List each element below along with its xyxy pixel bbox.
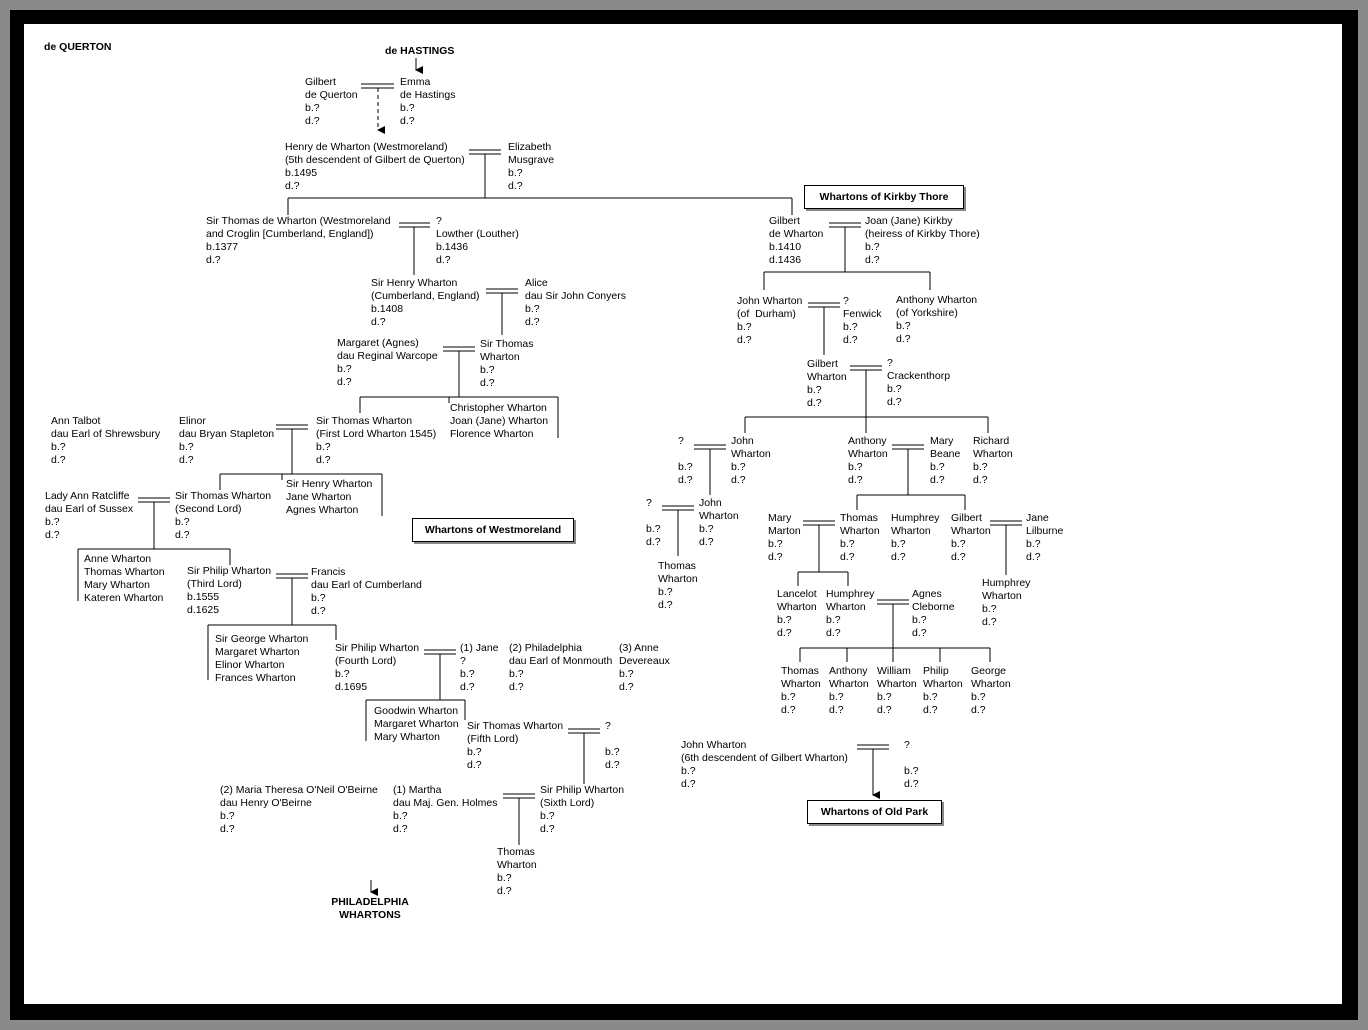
person-unknown-spouse-6th: ? b.? d.? xyxy=(904,739,919,790)
person-child-william: William Wharton b.? d.? xyxy=(877,665,917,716)
person-ann-talbot: Ann Talbot dau Earl of Shrewsbury b.? d.… xyxy=(51,415,161,466)
person-sir-henry-wharton: Sir Henry Wharton (Cumberland, England) … xyxy=(371,277,480,328)
person-jane-lilburne: Jane Lilburne b.? d.? xyxy=(1026,512,1064,563)
person-elizabeth-musgrave: Elizabeth Musgrave b.? d.? xyxy=(508,141,555,192)
person-fenwick: ? Fenwick b.? d.? xyxy=(843,295,882,346)
de-querton-heading: de QUERTON xyxy=(44,41,112,53)
person-joan-kirkby: Joan (Jane) Kirkby (heiress of Kirkby Th… xyxy=(865,215,980,266)
philadelphia-whartons-heading: PHILADELPHIA WHARTONS xyxy=(331,896,409,921)
person-thomas-wharton-last: Thomas Wharton b.? d.? xyxy=(497,846,537,897)
person-thomas-wharton-2: Thomas Wharton b.? d.? xyxy=(658,560,698,611)
person-gilbert-de-wharton: Gilbert de Wharton b.1410 d.1436 xyxy=(769,215,824,266)
siblings-christopher: Christopher Wharton Joan (Jane) Wharton … xyxy=(450,402,549,440)
person-john-wharton-6th: John Wharton (6th descendent of Gilbert … xyxy=(681,739,848,790)
person-gilbert-wharton: Gilbert Wharton b.? d.? xyxy=(807,358,847,409)
family-tree-page xyxy=(24,24,1342,1004)
person-agnes-cleborne: Agnes Cleborne b.? d.? xyxy=(912,588,955,639)
de-hastings-heading: de HASTINGS xyxy=(385,45,455,57)
person-humphrey-wharton-2: Humphrey Wharton b.? d.? xyxy=(982,577,1031,628)
person-philadelphia-2: (2) Philadelphia dau Earl of Monmouth b.… xyxy=(509,642,613,693)
person-crackenthorp: ? Crackenthorp b.? d.? xyxy=(887,357,951,408)
person-fifth-lord: Sir Thomas Wharton (Fifth Lord) b.? d.? xyxy=(467,720,564,771)
person-third-lord: Sir Philip Wharton (Third Lord) b.1555 d… xyxy=(187,565,272,616)
person-unknown-spouse-john-2: ? b.? d.? xyxy=(646,497,661,548)
person-jane-1: (1) Jane ? b.? d.? xyxy=(460,642,499,693)
person-john-wharton-2: John Wharton b.? d.? xyxy=(699,497,739,548)
person-anne-devereaux-3: (3) Anne Devereaux b.? d.? xyxy=(619,642,670,693)
person-lowther: ? Lowther (Louther) b.1436 d.? xyxy=(436,215,519,266)
person-sir-thomas-de-wharton: Sir Thomas de Wharton (Westmoreland and … xyxy=(206,215,391,266)
person-child-george: George Wharton b.? d.? xyxy=(971,665,1011,716)
person-alice-conyers: Alice dau Sir John Conyers b.? d.? xyxy=(525,277,626,328)
person-emma-de-hastings: Emma de Hastings b.? d.? xyxy=(400,76,456,127)
person-child-thomas: Thomas Wharton b.? d.? xyxy=(781,665,821,716)
person-lady-ann-ratcliffe: Lady Ann Ratcliffe dau Earl of Sussex b.… xyxy=(45,490,134,541)
person-child-anthony: Anthony Wharton b.? d.? xyxy=(829,665,869,716)
person-richard-wharton: Richard Wharton b.? d.? xyxy=(973,435,1013,486)
person-anthony-wharton-yorkshire: Anthony Wharton (of Yorkshire) b.? d.? xyxy=(896,294,978,345)
person-anthony-wharton: Anthony Wharton b.? d.? xyxy=(848,435,888,486)
siblings-sir-henry: Sir Henry Wharton Jane Wharton Agnes Wha… xyxy=(286,478,373,516)
person-unknown-spouse-john: ? b.? d.? xyxy=(678,435,693,486)
person-unknown-spouse-fifth: ? b.? d.? xyxy=(605,720,620,771)
person-martha-holmes: (1) Martha dau Maj. Gen. Holmes b.? d.? xyxy=(393,784,498,835)
siblings-goodwin: Goodwin Wharton Margaret Wharton Mary Wh… xyxy=(374,705,459,743)
person-gilbert-wharton-2: Gilbert Wharton b.? d.? xyxy=(951,512,991,563)
person-henry-de-wharton: Henry de Wharton (Westmoreland) (5th des… xyxy=(285,141,465,192)
person-mary-beane: Mary Beane b.? d.? xyxy=(930,435,961,486)
person-humphrey-wharton-3: Humphrey Wharton b.? d.? xyxy=(826,588,875,639)
person-francis: Francis dau Earl of Cumberland b.? d.? xyxy=(311,566,422,617)
person-fourth-lord: Sir Philip Wharton (Fourth Lord) b.? d.1… xyxy=(335,642,420,693)
person-gilbert-de-querton: Gilbert de Querton b.? d.? xyxy=(305,76,358,127)
person-john-wharton-durham: John Wharton (of Durham) b.? d.? xyxy=(737,295,803,346)
person-second-lord: Sir Thomas Wharton (Second Lord) b.? d.? xyxy=(175,490,272,541)
whartons-of-old-park-box: Whartons of Old Park xyxy=(807,800,942,824)
person-margaret-agnes: Margaret (Agnes) dau Reginal Warcope b.?… xyxy=(337,337,438,388)
person-humphrey-wharton-1: Humphrey Wharton b.? d.? xyxy=(891,512,940,563)
whartons-of-westmoreland-box: Whartons of Westmoreland xyxy=(412,518,574,542)
person-john-wharton-1: John Wharton b.? d.? xyxy=(731,435,771,486)
person-maria-theresa: (2) Maria Theresa O'Neil O'Beirne dau He… xyxy=(220,784,378,835)
siblings-anne: Anne Wharton Thomas Wharton Mary Wharton… xyxy=(84,553,165,604)
person-sixth-lord: Sir Philip Wharton (Sixth Lord) b.? d.? xyxy=(540,784,625,835)
siblings-sir-george: Sir George Wharton Margaret Wharton Elin… xyxy=(215,633,309,684)
person-child-philip: Philip Wharton b.? d.? xyxy=(923,665,963,716)
whartons-of-kirkby-thore-box: Whartons of Kirkby Thore xyxy=(804,185,964,209)
person-sir-thomas-wharton: Sir Thomas Wharton b.? d.? xyxy=(480,338,534,389)
person-first-lord-wharton: Sir Thomas Wharton (First Lord Wharton 1… xyxy=(316,415,437,466)
person-thomas-wharton-1: Thomas Wharton b.? d.? xyxy=(840,512,880,563)
person-elinor-stapleton: Elinor dau Bryan Stapleton b.? d.? xyxy=(179,415,275,466)
person-lancelot-wharton: Lancelot Wharton b.? d.? xyxy=(777,588,817,639)
person-mary-marton: Mary Marton b.? d.? xyxy=(768,512,801,563)
